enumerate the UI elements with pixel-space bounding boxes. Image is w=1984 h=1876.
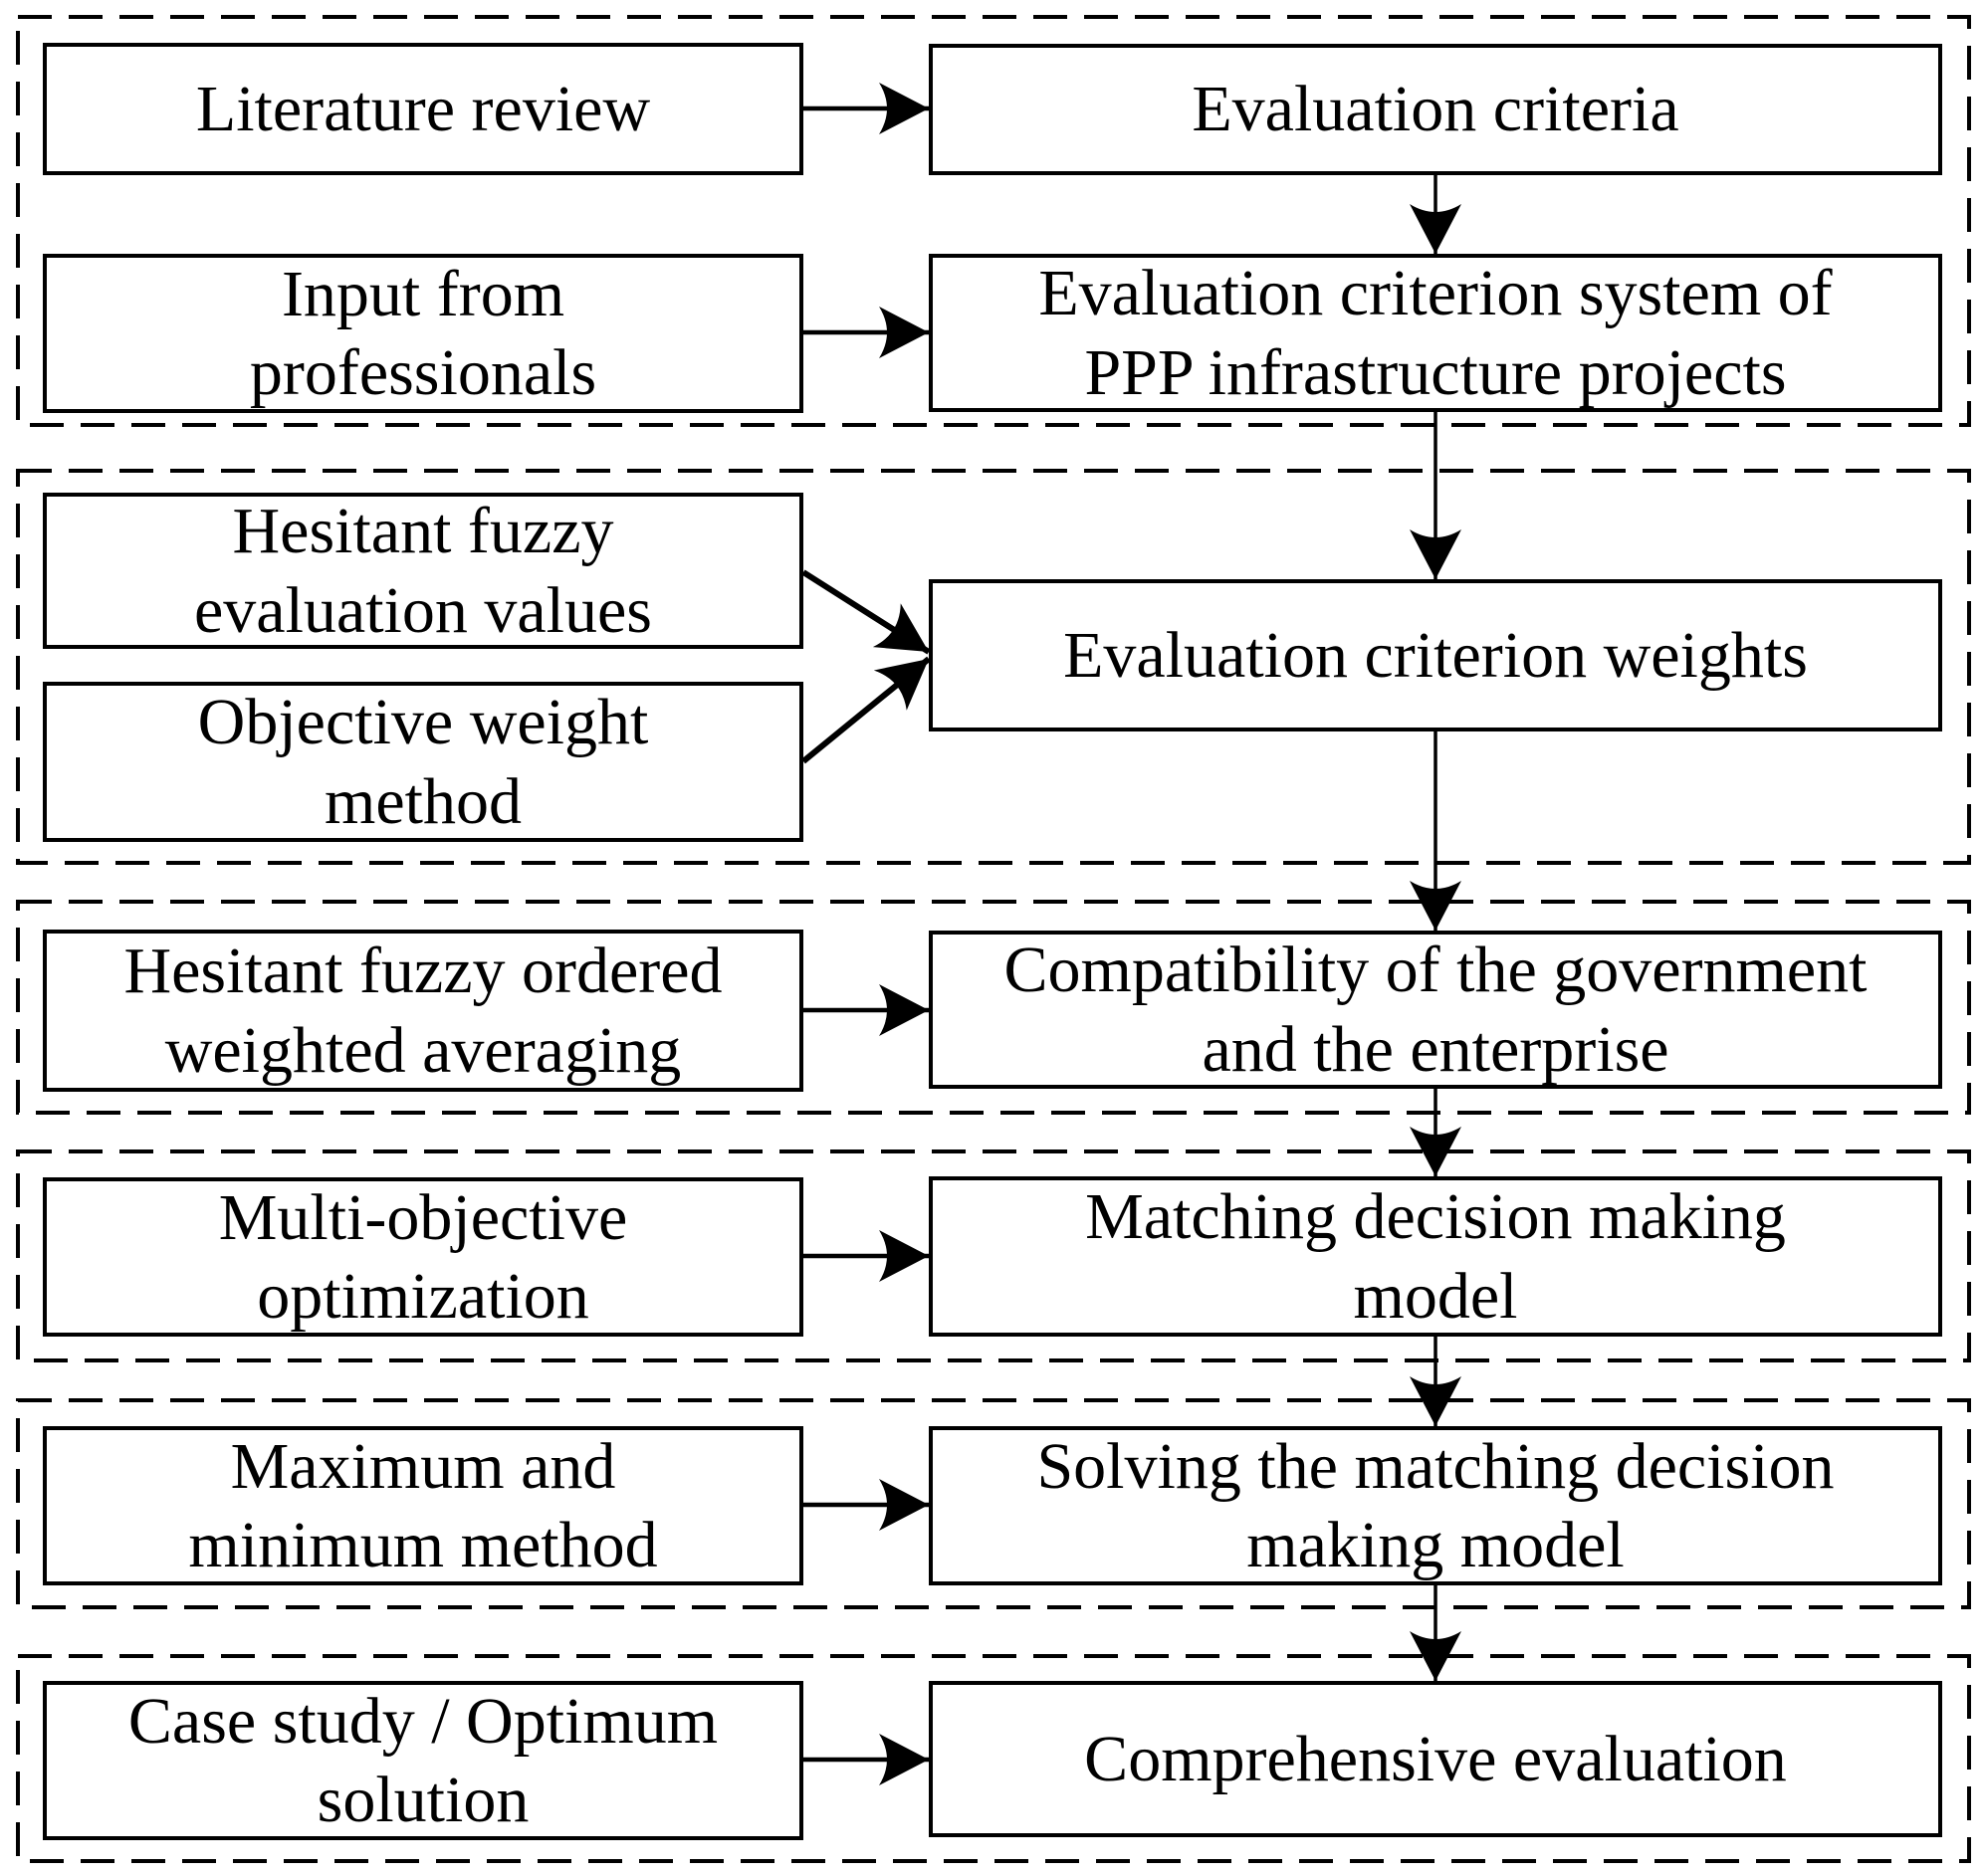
box-hesitant-fuzzy-values: Hesitant fuzzy evaluation values <box>43 493 803 649</box>
section-5-dashed-border <box>16 1398 1971 1609</box>
box-matching-decision-making-model: Matching decision making model <box>929 1176 1942 1337</box>
box-maximum-minimum-method: Maximum and minimum method <box>43 1426 803 1585</box>
box-case-study-optimum-solution: Case study / Optimum solution <box>43 1681 803 1840</box>
box-hesitant-fuzzy-ordered-weighted-averaging: Hesitant fuzzy ordered weighted averagin… <box>43 930 803 1092</box>
box-evaluation-criterion-system: Evaluation criterion system of PPP infra… <box>929 254 1942 412</box>
box-literature-review: Literature review <box>43 43 803 175</box>
section-4-dashed-border <box>16 1149 1971 1362</box>
box-solving-matching-decision-making-model: Solving the matching decision making mod… <box>929 1426 1942 1585</box>
box-objective-weight-method: Objective weight method <box>43 682 803 842</box>
arrow-objective-to-weights <box>801 656 931 764</box>
box-evaluation-criterion-weights: Evaluation criterion weights <box>929 579 1942 731</box>
arrow-values-to-weights <box>801 569 931 655</box>
box-evaluation-criteria: Evaluation criteria <box>929 44 1942 175</box>
section-1-dashed-border <box>16 15 1971 427</box>
section-2-dashed-border <box>16 469 1971 865</box>
box-comprehensive-evaluation: Comprehensive evaluation <box>929 1681 1942 1837</box>
section-6-dashed-border <box>16 1654 1971 1863</box>
section-3-dashed-border <box>16 900 1971 1115</box>
box-compatibility-government-enterprise: Compatibility of the government and the … <box>929 931 1942 1089</box>
box-input-from-professionals: Input from professionals <box>43 254 803 413</box>
box-multi-objective-optimization: Multi-objective optimization <box>43 1177 803 1337</box>
